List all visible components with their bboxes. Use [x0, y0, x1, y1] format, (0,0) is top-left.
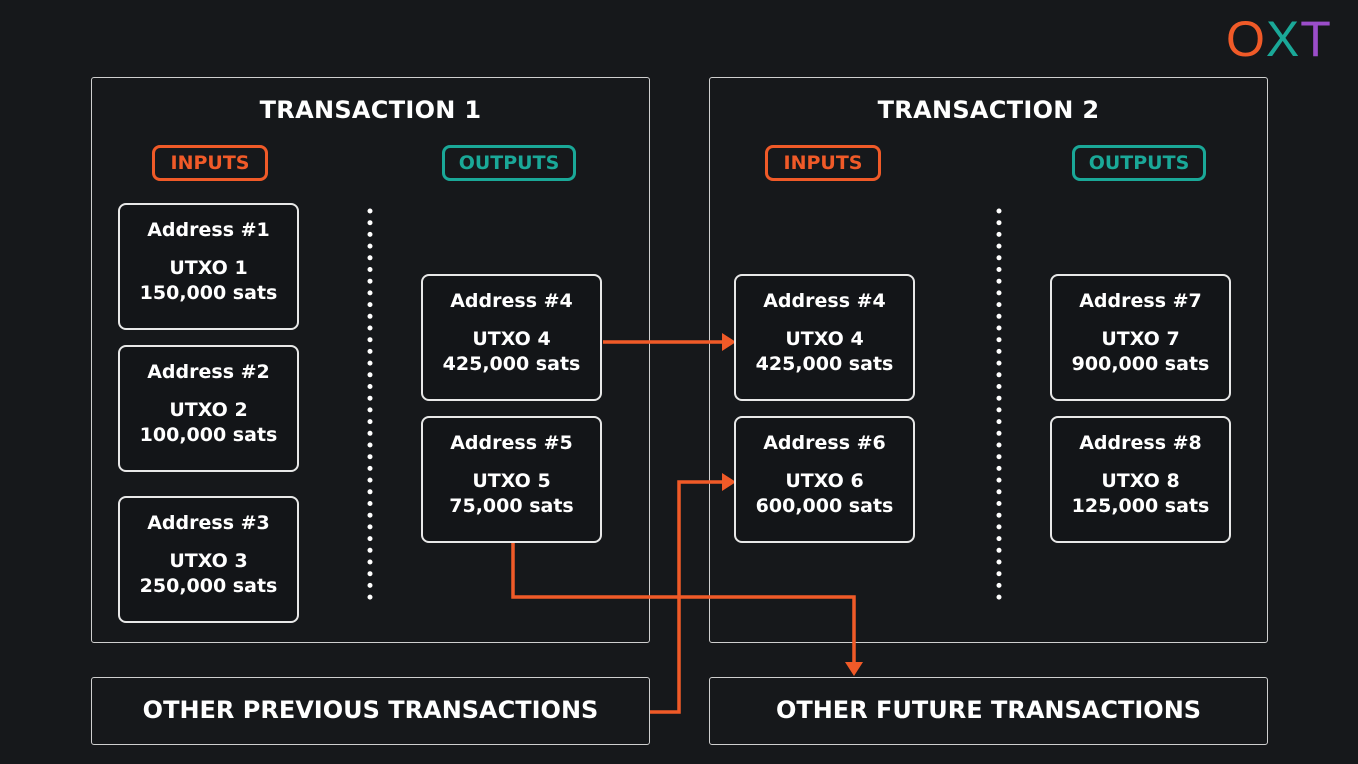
transaction-1-title: TRANSACTION 1: [259, 96, 482, 124]
transaction-2-inputs-label: INPUTS: [765, 145, 881, 181]
amount-label: 600,000 sats: [755, 495, 894, 517]
amount-label: 250,000 sats: [139, 575, 278, 597]
utxo-label: UTXO 8: [1101, 470, 1180, 492]
utxo-card-address-7-output[interactable]: Address #7 UTXO 7 900,000 sats: [1050, 274, 1231, 401]
transaction-1-inputs-label: INPUTS: [152, 145, 268, 181]
address-label: Address #4: [763, 290, 886, 312]
utxo-card-address-4-input[interactable]: Address #4 UTXO 4 425,000 sats: [734, 274, 915, 401]
utxo-card-address-2[interactable]: Address #2 UTXO 2 100,000 sats: [118, 345, 299, 472]
transaction-1-divider: [367, 208, 373, 610]
transaction-2-frame: TRANSACTION 2 INPUTS OUTPUTS: [709, 77, 1268, 643]
utxo-label: UTXO 7: [1101, 328, 1180, 350]
address-label: Address #5: [450, 432, 573, 454]
amount-label: 425,000 sats: [755, 353, 894, 375]
amount-label: 425,000 sats: [442, 353, 581, 375]
address-label: Address #2: [147, 361, 270, 383]
address-label: Address #6: [763, 432, 886, 454]
utxo-card-address-5-output[interactable]: Address #5 UTXO 5 75,000 sats: [421, 416, 602, 543]
utxo-card-address-4-output[interactable]: Address #4 UTXO 4 425,000 sats: [421, 274, 602, 401]
logo-letter-x: X: [1265, 11, 1301, 67]
transaction-2-outputs-label: OUTPUTS: [1072, 145, 1206, 181]
utxo-card-address-3[interactable]: Address #3 UTXO 3 250,000 sats: [118, 496, 299, 623]
address-label: Address #3: [147, 512, 270, 534]
transaction-2-title: TRANSACTION 2: [877, 96, 1100, 124]
utxo-card-address-8-output[interactable]: Address #8 UTXO 8 125,000 sats: [1050, 416, 1231, 543]
amount-label: 900,000 sats: [1071, 353, 1210, 375]
amount-label: 125,000 sats: [1071, 495, 1210, 517]
amount-label: 75,000 sats: [449, 495, 574, 517]
address-label: Address #4: [450, 290, 573, 312]
utxo-label: UTXO 2: [169, 399, 248, 421]
utxo-card-address-6-input[interactable]: Address #6 UTXO 6 600,000 sats: [734, 416, 915, 543]
utxo-label: UTXO 5: [472, 470, 551, 492]
other-previous-transactions-box[interactable]: OTHER PREVIOUS TRANSACTIONS: [91, 677, 650, 745]
address-label: Address #8: [1079, 432, 1202, 454]
utxo-label: UTXO 6: [785, 470, 864, 492]
address-label: Address #7: [1079, 290, 1202, 312]
oxt-logo: OXT: [1226, 14, 1332, 64]
logo-letter-o: O: [1226, 11, 1266, 67]
amount-label: 150,000 sats: [139, 282, 278, 304]
utxo-label: UTXO 4: [785, 328, 864, 350]
utxo-card-address-1[interactable]: Address #1 UTXO 1 150,000 sats: [118, 203, 299, 330]
utxo-label: UTXO 4: [472, 328, 551, 350]
address-label: Address #1: [147, 219, 270, 241]
utxo-label: UTXO 1: [169, 257, 248, 279]
logo-letter-t: T: [1300, 11, 1332, 67]
transaction-2-divider: [996, 208, 1002, 610]
other-future-transactions-box[interactable]: OTHER FUTURE TRANSACTIONS: [709, 677, 1268, 745]
utxo-label: UTXO 3: [169, 550, 248, 572]
transaction-1-outputs-label: OUTPUTS: [442, 145, 576, 181]
transaction-1-frame: TRANSACTION 1 INPUTS OUTPUTS: [91, 77, 650, 643]
amount-label: 100,000 sats: [139, 424, 278, 446]
